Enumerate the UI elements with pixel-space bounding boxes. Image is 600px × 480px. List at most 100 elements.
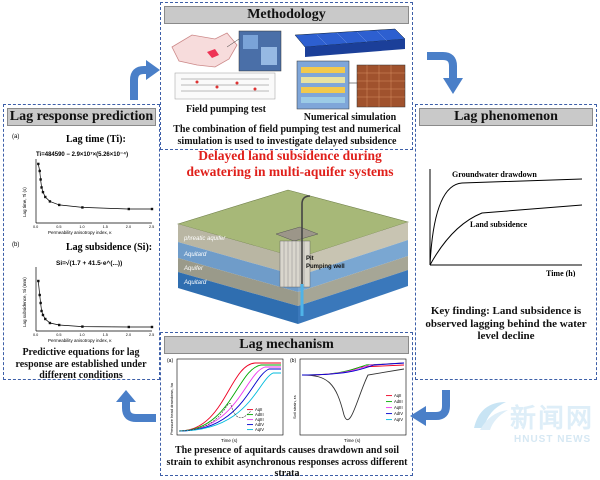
chartB-point (40, 309, 43, 313)
arrow-mechanism-to-prediction (116, 390, 156, 422)
chartB-point (44, 317, 47, 321)
lag-subsidence-equation: Si=√(1.7 + 41.5·e^(...)) (56, 259, 122, 267)
lag-subsidence-xlabel: Permeability anisotropy index, κ (48, 338, 112, 343)
mech-legend-label: AdIV (394, 411, 403, 416)
chartB-point (58, 323, 61, 327)
chartB-xtick: 0.5 (56, 333, 61, 337)
chartA-point (40, 186, 43, 189)
mech-chart-a-xlabel: Time (s) (221, 438, 238, 443)
chartA-xtick: 1.0 (79, 225, 84, 229)
chartA-xtick: 1.5 (103, 225, 108, 229)
mech-legend-label: AqIII (255, 417, 264, 422)
numerical-simulation-label: Numerical simulation (303, 112, 397, 123)
chartB-point (41, 313, 45, 317)
mech-chart-b-xlabel: Time (s) (344, 438, 361, 443)
land-subsidence-label: Land subsidence (470, 220, 528, 229)
chartB-xtick: 0.0 (33, 333, 38, 337)
field-map-figure (171, 30, 282, 100)
mech-chart-a-tag: (a) (167, 358, 173, 364)
lag-time-equation: Ti=484590 − 2.9×10⁷×(5.26×10⁻⁴) (36, 152, 128, 158)
lag-subsidence-ylabel: Lag subsidence, Si (mm) (22, 277, 27, 327)
pit-label: Pit (306, 256, 314, 262)
mech-chart-b-tag: (b) (290, 358, 296, 364)
chartB-point (127, 325, 130, 329)
chartB-xtick: 1.0 (79, 333, 84, 337)
chartA-point (39, 178, 42, 181)
watermark-logo: 新闻网 HNUST NEWS (470, 388, 596, 460)
lag-time-chart: (a) Lag time (Ti): Ti=484590 − 2.9×10⁷×(… (8, 129, 156, 237)
mech-chart-a-ylabel: Pressure head drawdown, ha (169, 382, 174, 435)
watermark-swoosh-icon (474, 402, 508, 430)
chartA-point (81, 206, 84, 209)
lag-time-xlabel: Permeability anisotropy index, κ (48, 230, 112, 235)
lag-subsidence-chart-tag: (b) (12, 242, 19, 248)
methodology-panel: Methodology Field pumping test (160, 2, 413, 150)
mech-chart-b-ylabel: Soil strain, εs (292, 395, 297, 419)
mech-legend-label: AqIV (255, 427, 264, 432)
lag-mechanism-caption: The presence of aquitards causes drawdow… (166, 445, 408, 479)
chartA-point (37, 162, 40, 166)
aquifer-cross-section: phreatic aquifer Aquitard Aquifer Aquita… (176, 189, 410, 324)
pumping-well-label: Pumping well (306, 264, 345, 270)
groundwater-drawdown-label: Groundwater drawdown (452, 170, 537, 179)
lag-phenomenon-panel: Lag phenomenon Groundwater drawdown Land… (415, 104, 597, 380)
lag-phenomenon-title: Lag phenomenon (419, 108, 593, 126)
chartB-xtick: 1.5 (103, 333, 108, 337)
chartA-point (38, 169, 41, 173)
chartB-xtick: 2.5 (149, 333, 154, 337)
arrow-prediction-to-methodology (130, 60, 160, 100)
chartA-point (127, 207, 130, 211)
mech-legend-label: AqIV (394, 417, 403, 422)
lag-response-title: Lag response prediction (7, 108, 156, 126)
chartA-point (48, 200, 52, 203)
chartA-xtick: 2.0 (126, 225, 131, 229)
lag-time-ylabel: Lag time, Ti (s) (22, 187, 27, 217)
chartB-point (150, 325, 154, 329)
lag-time-chart-tag: (a) (12, 134, 19, 140)
field-pumping-label: Field pumping test (185, 104, 266, 115)
arrow-methodology-to-phenomenon (427, 52, 463, 94)
chartA-point (44, 195, 47, 199)
lag-subsidence-chart: (b) Lag subsidence (Si): Si=√(1.7 + 41.5… (8, 237, 156, 345)
layer-label-1: Aquitard (183, 252, 207, 258)
lag-mechanism-panel: Lag mechanism (a) Pressure head drawdown… (160, 332, 413, 479)
key-finding-text: Key finding: Land subsidence is observed… (425, 305, 587, 343)
chartB-point (81, 325, 84, 328)
chartA-xtick: 2.5 (149, 225, 154, 229)
lag-response-caption: Predictive equations for lag response ar… (15, 347, 147, 381)
chartB-point (37, 279, 40, 283)
lag-mechanism-title: Lag mechanism (164, 336, 409, 354)
mech-legend-label: AqII (394, 393, 401, 398)
numerical-model-figure (294, 28, 406, 110)
chartB-xtick: 2.0 (126, 333, 131, 337)
time-axis-label: Time (h) (546, 269, 576, 277)
pressure-head-chart: (a) Pressure head drawdown, ha AqIIAdIII… (167, 358, 284, 443)
layer-label-0: phreatic aquifer (183, 236, 226, 242)
chartB-point (39, 301, 42, 305)
chartB-point (48, 321, 52, 325)
lag-response-panel: Lag response prediction (a) Lag time (Ti… (3, 104, 160, 381)
methodology-title: Methodology (164, 6, 409, 24)
lag-subsidence-heading: Lag subsidence (Si): (66, 242, 152, 253)
layer-label-2: Aquifer (183, 266, 204, 272)
chartA-xtick: 0.5 (56, 225, 61, 229)
methodology-caption: The combination of field pumping test an… (173, 124, 401, 147)
chartA-xtick: 0.0 (33, 225, 38, 229)
mech-legend-label: AdIII (394, 399, 403, 404)
center-title: Delayed land subsidence during dewaterin… (186, 148, 394, 179)
chartA-point (58, 203, 61, 207)
layer-label-3: Aquitard (183, 280, 207, 286)
arrow-phenomenon-to-mechanism (410, 390, 450, 426)
chartB-point (38, 293, 41, 297)
mech-legend-label: AqIII (394, 405, 403, 410)
lag-time-heading: Lag time (Ti): (66, 134, 126, 145)
mech-legend-label: AdIII (255, 412, 264, 417)
chartA-point (41, 190, 45, 194)
watermark-title: 新闻网 (510, 404, 595, 434)
lag-phenomenon-plot: Groundwater drawdown Land subsidence Tim… (429, 169, 583, 277)
mech-legend-label: AdIV (255, 422, 264, 427)
soil-strain-chart: (b) Soil strain, εs AqIIAdIIIAqIIIAdIVAq… (290, 358, 407, 443)
mech-legend-label: AqII (255, 407, 262, 412)
watermark-sub: HNUST NEWS (514, 434, 592, 445)
chartA-point (150, 207, 154, 211)
